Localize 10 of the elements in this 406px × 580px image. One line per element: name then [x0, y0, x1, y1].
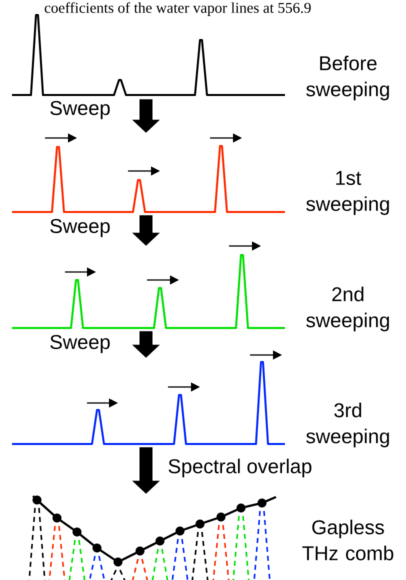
stage-label: 1st sweeping	[306, 171, 389, 215]
edge-label: Sweep	[48, 218, 112, 238]
edge-label: Spectral overlap	[166, 458, 314, 478]
edge-label: Sweep	[48, 334, 112, 354]
caption-text: coefficients of the water vapor lines at 556.9	[44, 2, 311, 16]
stage-label: 3rd sweeping	[306, 402, 389, 448]
stage-label: 2nd sweeping	[306, 286, 389, 332]
stage-label: Gapless THz comb	[302, 520, 394, 560]
stage-label: Before sweeping	[306, 56, 389, 100]
edge-label: Sweep	[48, 100, 112, 120]
